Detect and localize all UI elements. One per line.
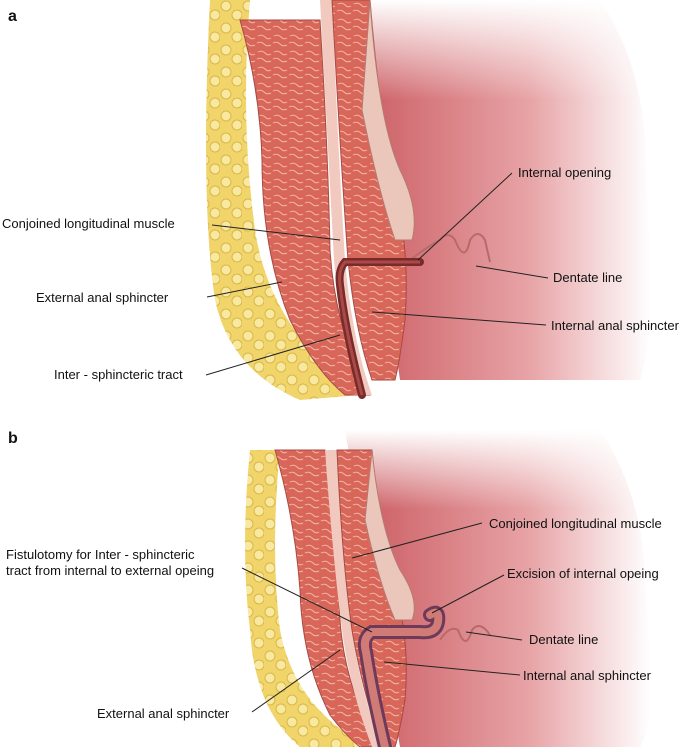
conjoined-longitudinal-muscle-band bbox=[320, 0, 372, 395]
label-conjoined-longitudinal-muscle: Conjoined longitudinal muscle bbox=[489, 516, 662, 531]
ischioanal-fat bbox=[245, 450, 370, 747]
label-dentate-line: Dentate line bbox=[529, 632, 599, 647]
label-fistulotomy-line2: tract from internal to external opeing bbox=[6, 563, 215, 578]
anal-gland bbox=[361, 0, 415, 241]
panel-letter-b: b bbox=[8, 430, 18, 447]
anatomy-illustration-a bbox=[205, 0, 665, 400]
leader-lines-b bbox=[241, 522, 523, 713]
label-internal-anal-sphincter: Internal anal sphincter bbox=[523, 668, 651, 683]
anatomy-illustration-b bbox=[241, 430, 665, 747]
dentate-line-shape bbox=[409, 233, 491, 263]
conjoined-longitudinal-muscle-band bbox=[325, 450, 382, 747]
label-inter-sphincteric-tract: Inter - sphincteric tract bbox=[54, 367, 183, 382]
label-internal-anal-sphincter: Internal anal sphincter bbox=[551, 318, 679, 333]
external-anal-sphincter-muscle bbox=[239, 19, 371, 396]
label-conjoined-longitudinal-muscle: Conjoined longitudinal muscle bbox=[2, 216, 175, 231]
label-internal-opening: Internal opening bbox=[518, 165, 612, 180]
label-external-anal-sphincter: External anal sphincter bbox=[97, 706, 230, 721]
panel-b: b Conjoined longitudinal muscle Fistulot… bbox=[0, 430, 685, 747]
label-fistulotomy-line1: Fistulotomy for Inter - sphincteric bbox=[6, 547, 195, 562]
label-excision-internal-opening: Excision of internal opeing bbox=[507, 566, 659, 581]
label-dentate-line: Dentate line bbox=[553, 270, 623, 285]
label-external-anal-sphincter: External anal sphincter bbox=[36, 290, 169, 305]
panel-letter-a: a bbox=[8, 8, 17, 25]
leader-lines-a bbox=[205, 172, 549, 376]
dentate-line-shape bbox=[439, 625, 491, 642]
ischioanal-fat bbox=[206, 0, 360, 400]
anal-gland bbox=[364, 449, 415, 621]
panel-a: a Internal opening Conjoined longitudina… bbox=[2, 0, 679, 400]
